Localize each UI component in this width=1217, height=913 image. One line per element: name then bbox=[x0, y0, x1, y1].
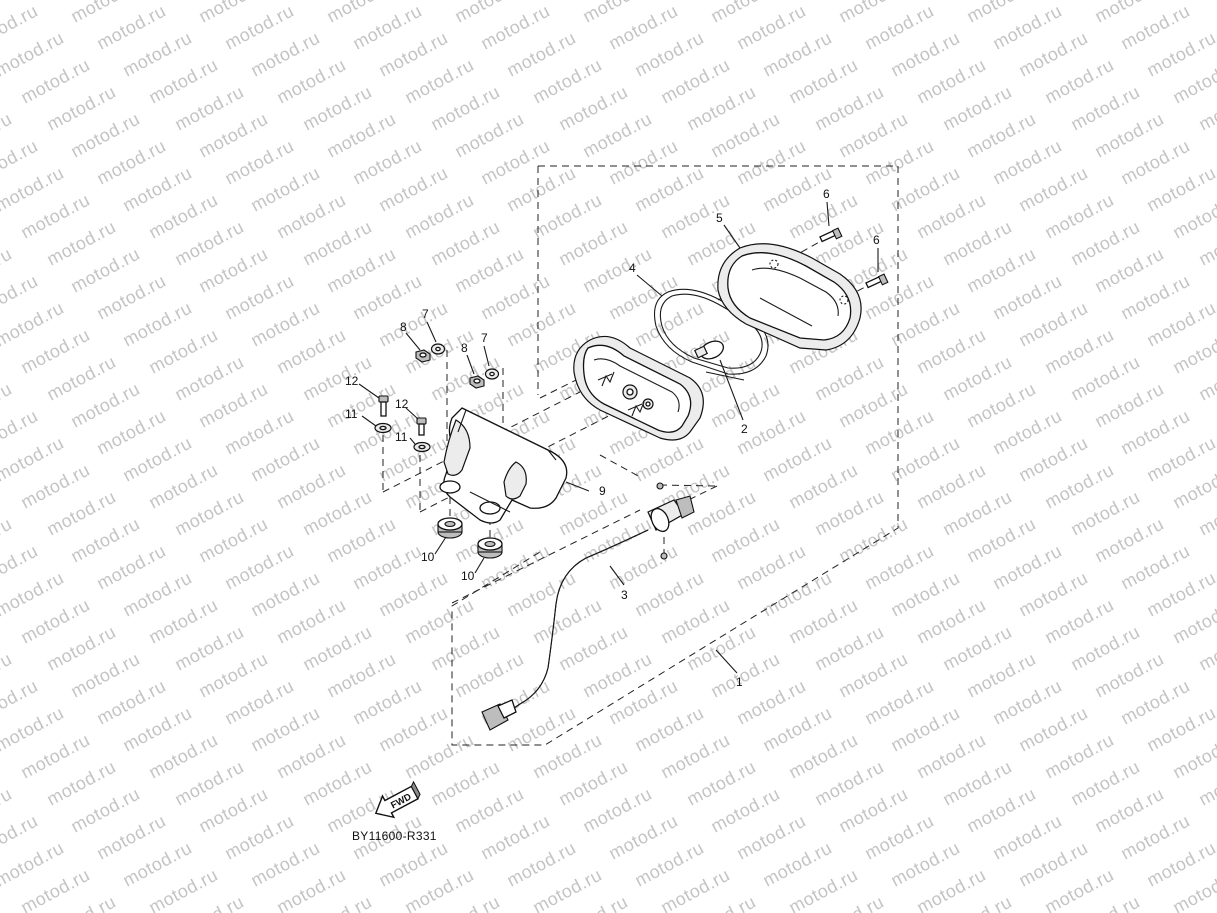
nut-part-8 bbox=[415, 349, 485, 389]
callout-1: 1 bbox=[736, 675, 743, 689]
callout-8b: 8 bbox=[461, 341, 468, 355]
callout-6a: 6 bbox=[823, 187, 830, 201]
callout-2: 2 bbox=[741, 422, 748, 436]
leader-lines bbox=[358, 201, 879, 674]
gasket-part-4 bbox=[653, 288, 769, 381]
callout-8a: 8 bbox=[400, 320, 407, 334]
lamp-housing bbox=[573, 335, 704, 441]
callout-9: 9 bbox=[599, 484, 606, 498]
fwd-arrow-icon: FWD bbox=[374, 780, 421, 819]
bracket-part-9 bbox=[439, 407, 568, 524]
callout-6b: 6 bbox=[873, 233, 880, 247]
callout-12b: 12 bbox=[395, 397, 409, 411]
screw-part-12 bbox=[378, 395, 427, 436]
callout-12a: 12 bbox=[345, 374, 359, 388]
callout-3: 3 bbox=[621, 588, 628, 602]
callout-7a: 7 bbox=[422, 307, 429, 321]
callout-10a: 10 bbox=[421, 550, 435, 564]
socket-cord-part-3 bbox=[481, 482, 695, 731]
grommet-part-10 bbox=[437, 517, 503, 559]
assembly-frame bbox=[451, 165, 899, 746]
callout-11b: 11 bbox=[395, 430, 408, 444]
washer-part-7 bbox=[430, 343, 500, 380]
diagram-code: BY11600-R331 bbox=[352, 829, 437, 843]
callout-7b: 7 bbox=[481, 331, 488, 345]
lens-part-5 bbox=[717, 243, 862, 351]
screw-part-6 bbox=[819, 227, 889, 289]
washer-part-11 bbox=[374, 422, 431, 453]
callout-5: 5 bbox=[716, 211, 723, 225]
bulb-part-2 bbox=[693, 340, 725, 360]
callout-10b: 10 bbox=[461, 569, 475, 583]
callouts: 5 4 2 9 3 1 6 6 7 7 8 8 12 12 11 11 10 1… bbox=[345, 187, 880, 689]
callout-11a: 11 bbox=[345, 407, 358, 421]
callout-4: 4 bbox=[629, 261, 636, 275]
